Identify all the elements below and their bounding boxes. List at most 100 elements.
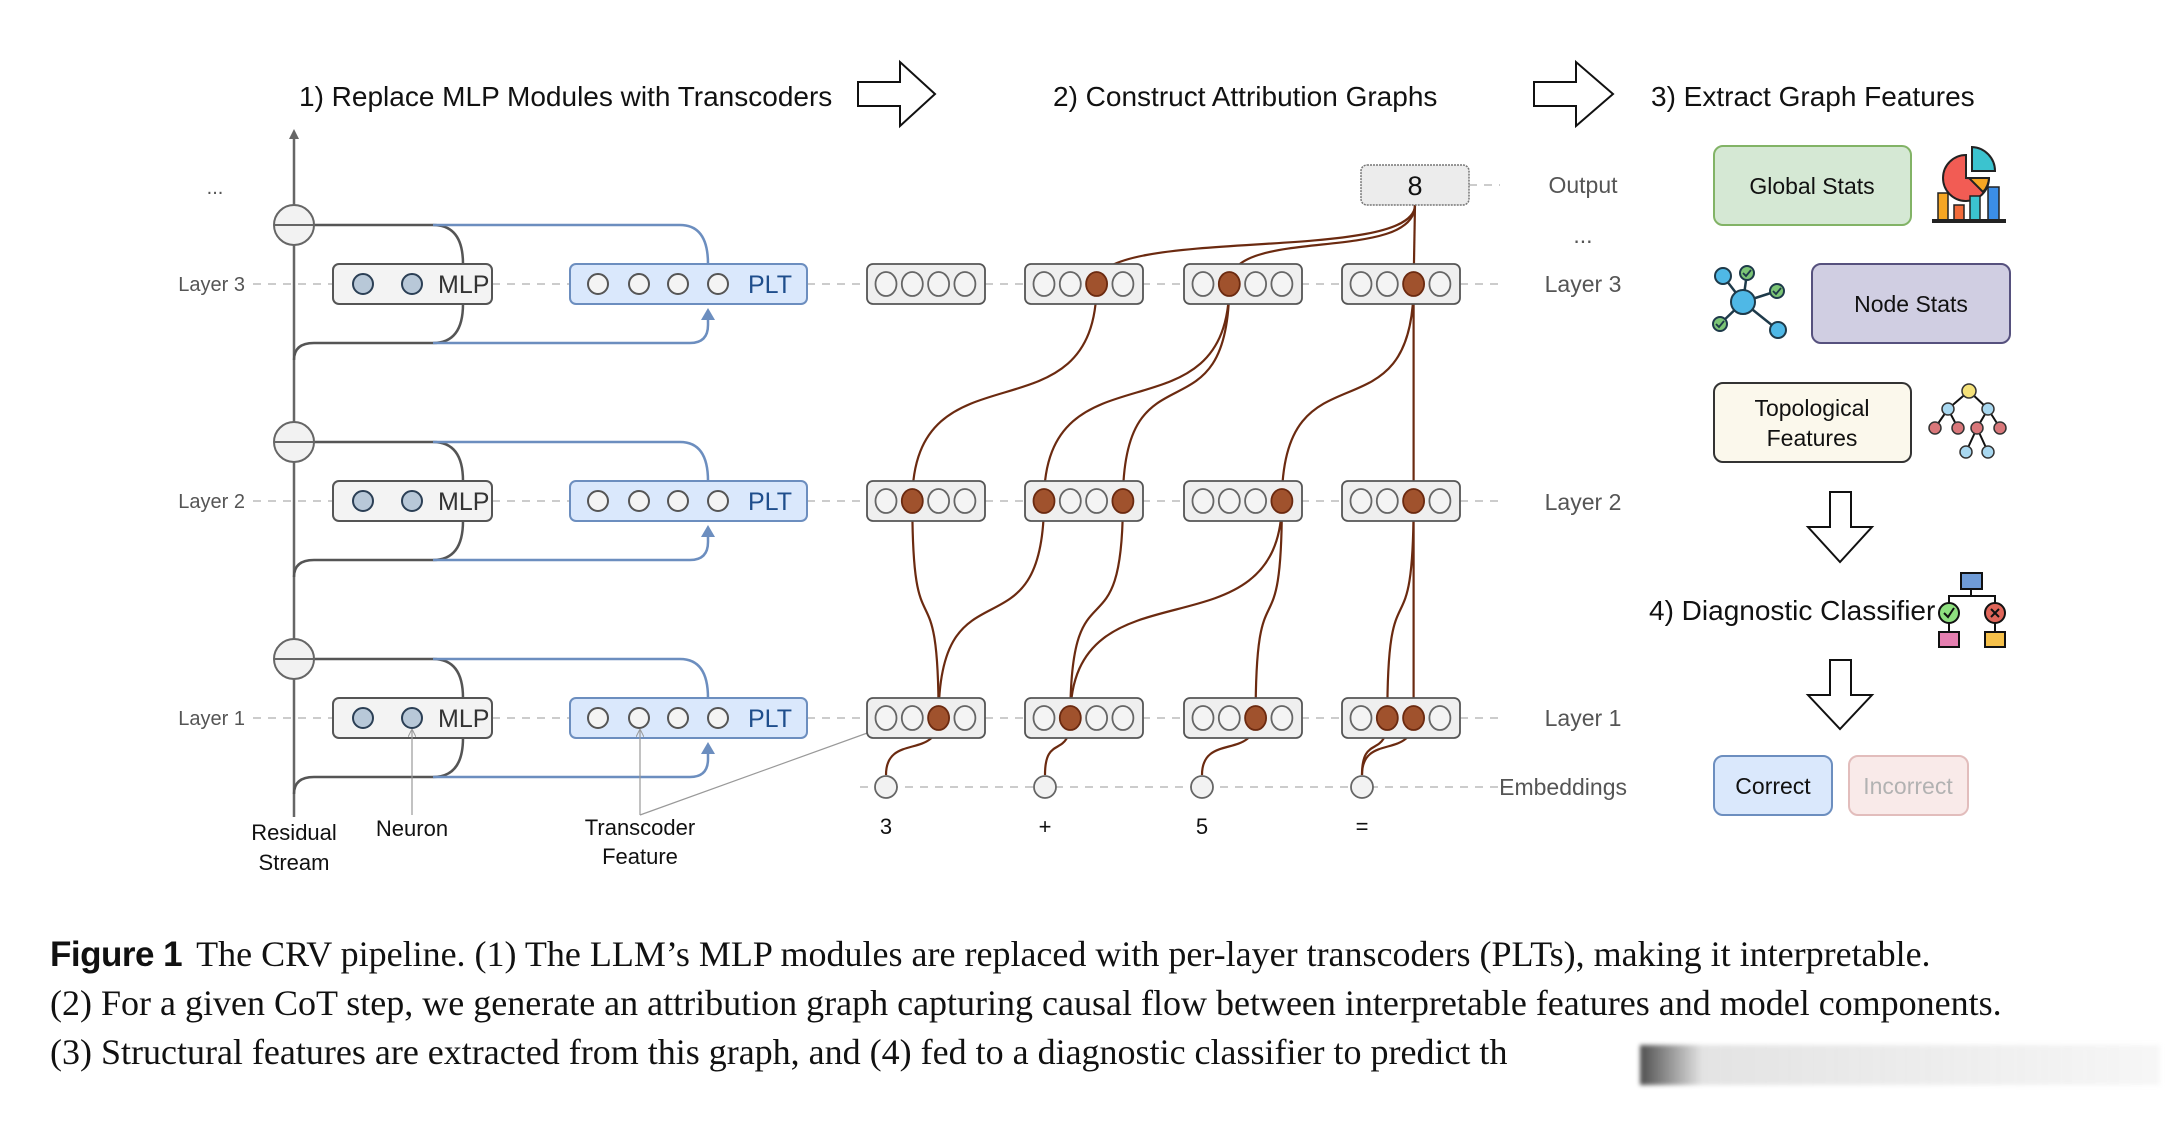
layer-label: Layer 2 xyxy=(178,491,245,513)
plt-output-path xyxy=(433,223,710,265)
feature-box-frame xyxy=(1341,263,1461,305)
transcoder-feature-node xyxy=(707,707,729,729)
neuron-node xyxy=(352,273,374,295)
feature-box xyxy=(866,263,986,305)
row-label-ellipsis: ... xyxy=(1573,222,1592,248)
down-arrow-icon xyxy=(1805,491,1875,564)
plt-label: PLT xyxy=(748,705,792,733)
feature-node xyxy=(1111,271,1135,297)
feature-node xyxy=(1085,488,1108,514)
input-token: 5 xyxy=(1196,814,1208,839)
feature-box xyxy=(1024,263,1144,305)
transcoder-label-line1: Transcoder xyxy=(585,815,695,840)
neuron-node xyxy=(352,490,374,512)
active-feature-node xyxy=(900,488,924,514)
feature-node xyxy=(1244,271,1267,297)
feature-node xyxy=(1058,488,1082,514)
right-arrow-icon xyxy=(857,59,937,129)
transcoder-feature-node xyxy=(587,273,609,295)
attribution-edge xyxy=(1042,283,1231,502)
global-stats-box: Global Stats xyxy=(1713,145,1912,226)
global-stats-label: Global Stats xyxy=(1749,173,1874,199)
feature-box-frame xyxy=(1024,263,1144,305)
active-feature-node xyxy=(1270,488,1294,514)
mlp-output-path xyxy=(294,223,465,265)
feature-node xyxy=(1217,488,1241,514)
feature-node xyxy=(900,705,924,731)
transcoder-feature-node xyxy=(707,490,729,512)
transcoder-feature-node xyxy=(628,707,650,729)
active-feature-node xyxy=(927,705,950,731)
node-stats-box: Node Stats xyxy=(1811,263,2011,344)
active-feature-node xyxy=(1402,705,1425,731)
feature-node xyxy=(953,488,977,514)
caption-line-2: (2) For a given CoT step, we generate an… xyxy=(50,983,2002,1023)
transcoder-feature-node xyxy=(628,273,650,295)
mlp-output-path xyxy=(294,440,465,482)
feature-node xyxy=(1349,488,1373,514)
mlp-input-path xyxy=(292,520,465,578)
feature-box-frame xyxy=(1024,480,1144,522)
ellipsis-label: ... xyxy=(207,177,224,199)
feature-box xyxy=(1341,480,1461,522)
crv-pipeline-figure: 1) Replace MLP Modules with Transcoders … xyxy=(178,59,2011,875)
feature-box xyxy=(1024,697,1144,739)
attribution-edge xyxy=(937,500,1046,719)
feature-node xyxy=(1032,705,1056,731)
feature-box-frame xyxy=(1183,263,1303,305)
mlp-label: MLP xyxy=(438,488,489,516)
plt-output-path xyxy=(433,657,710,699)
feature-box-frame xyxy=(1183,480,1303,522)
input-token: = xyxy=(1356,814,1369,839)
feature-node xyxy=(1375,488,1399,514)
feature-node xyxy=(1349,705,1373,731)
incorrect-label: Incorrect xyxy=(1863,773,1953,799)
active-feature-node xyxy=(1402,271,1425,297)
step1-title: 1) Replace MLP Modules with Transcoders xyxy=(299,81,832,112)
row-label-output: Output xyxy=(1548,172,1618,198)
input-token: 3 xyxy=(880,814,892,839)
step3-title: 3) Extract Graph Features xyxy=(1651,81,1975,112)
active-feature-node xyxy=(1111,488,1135,514)
feature-box-frame xyxy=(866,697,986,739)
row-label-layer2: Layer 2 xyxy=(1545,489,1622,515)
feature-node xyxy=(1270,705,1294,731)
embedding-node xyxy=(1033,775,1057,799)
transcoder-feature-node xyxy=(667,273,689,295)
active-feature-node xyxy=(1402,488,1425,514)
feature-node xyxy=(1191,705,1215,731)
embedding-node xyxy=(1350,775,1374,799)
topological-features-box: Topological Features xyxy=(1713,382,1912,463)
active-feature-node xyxy=(1085,271,1108,297)
active-feature-node xyxy=(1032,488,1056,514)
residual-label-line2: Stream xyxy=(259,850,330,875)
watermark-overlay xyxy=(1640,1045,2160,1085)
feature-node xyxy=(1032,271,1056,297)
tree-icon xyxy=(1928,383,2007,459)
feature-node xyxy=(1085,705,1108,731)
feature-box xyxy=(1341,263,1461,305)
feature-node xyxy=(1058,271,1082,297)
active-feature-node xyxy=(1217,271,1241,297)
feature-node xyxy=(874,705,898,731)
feature-box xyxy=(1183,697,1303,739)
active-feature-node xyxy=(1375,705,1399,731)
transcoder-feature-node xyxy=(707,273,729,295)
feature-pointer-graph xyxy=(639,727,884,816)
feature-node xyxy=(1428,488,1452,514)
transcoder-feature-node xyxy=(667,707,689,729)
feature-node xyxy=(1191,488,1215,514)
attribution-edge xyxy=(1254,500,1283,719)
attribution-edge xyxy=(1386,500,1415,719)
mlp-label: MLP xyxy=(438,271,489,299)
feature-node xyxy=(1217,705,1241,731)
topological-label-line2: Features xyxy=(1767,425,1858,451)
plt-label: PLT xyxy=(748,488,792,516)
attribution-edge xyxy=(911,283,1098,502)
feature-box-frame xyxy=(1341,697,1461,739)
feature-node xyxy=(953,271,977,297)
feature-box-frame xyxy=(1024,697,1144,739)
